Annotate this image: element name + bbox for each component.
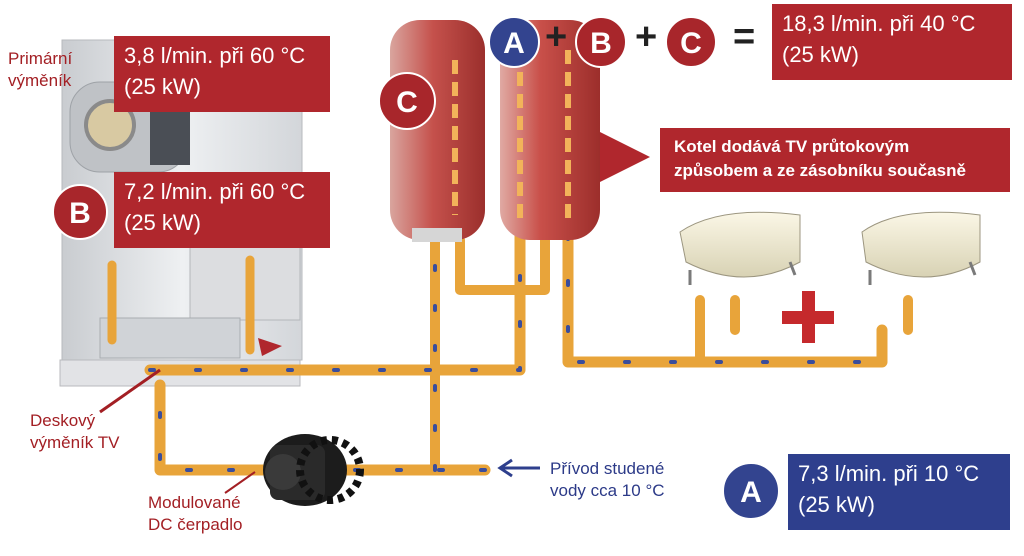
primary-exchanger-label-line2: výměník xyxy=(8,71,72,90)
b-flow-box: 7,2 l/min. při 60 °C (25 kW) xyxy=(114,172,330,248)
plate-exchanger-label-line2: výměník TV xyxy=(30,433,120,452)
arrow-right xyxy=(600,132,650,182)
total-flow-line2: (25 kW) xyxy=(782,42,859,67)
pipe-network xyxy=(107,229,913,476)
plate-exchanger-label: Deskový výměník TV xyxy=(30,410,119,454)
plate-pointer xyxy=(99,368,161,414)
boiler-note-box: Kotel dodává TV průtokovým způsobem a ze… xyxy=(660,128,1010,192)
plus-sign-1: + xyxy=(545,16,568,58)
total-flow-line1: 18,3 l/min. při 40 °C xyxy=(782,11,976,36)
b-flow-line2: (25 kW) xyxy=(124,210,201,235)
valve-arrow xyxy=(258,338,282,356)
primary-exchanger-label: Primární výměník xyxy=(8,48,72,92)
a-flow-box: 7,3 l/min. při 10 °C (25 kW) xyxy=(788,454,1010,530)
a-flow-line1: 7,3 l/min. při 10 °C xyxy=(798,461,980,486)
washbasin xyxy=(679,211,801,285)
b-flow-line1: 7,2 l/min. při 60 °C xyxy=(124,179,306,204)
cold-water-label: Přívod studené vody cca 10 °C xyxy=(550,458,665,502)
cold-water-label-line2: vody cca 10 °C xyxy=(550,481,665,500)
a-bottom-badge: A xyxy=(722,462,780,520)
boiler-note-line2: způsobem a ze zásobníku současně xyxy=(674,161,966,180)
a-flow-line2: (25 kW) xyxy=(798,492,875,517)
storage-tank-ab xyxy=(500,20,600,240)
cold-arrow xyxy=(497,458,540,478)
pump-label-line1: Modulované xyxy=(148,493,241,512)
tank-link-pipe xyxy=(455,235,550,295)
tank-c-badge: C xyxy=(378,72,436,130)
badge-c: C xyxy=(665,16,717,68)
b-badge: B xyxy=(52,184,108,240)
plus-sign-2: + xyxy=(635,16,658,58)
badge-b: B xyxy=(575,16,627,68)
cold-water-label-line1: Přívod studené xyxy=(550,459,665,478)
plate-exchanger-label-line1: Deskový xyxy=(30,411,96,430)
primary-flow-line1: 3,8 l/min. při 60 °C xyxy=(124,43,306,68)
primary-exchanger-label-line1: Primární xyxy=(8,49,73,68)
pump-pointer xyxy=(224,471,256,494)
badge-a: A xyxy=(488,16,540,68)
primary-flow-box: 3,8 l/min. při 60 °C (25 kW) xyxy=(114,36,330,112)
pump-label-line2: DC čerpadlo xyxy=(148,515,243,534)
pump xyxy=(263,434,364,506)
pump-label: Modulované DC čerpadlo xyxy=(148,492,243,536)
hot-right-pipe xyxy=(562,229,888,368)
plus-sign xyxy=(782,291,834,343)
total-flow-box: 18,3 l/min. při 40 °C (25 kW) xyxy=(772,4,1012,80)
storage-tank-c xyxy=(390,20,485,242)
primary-flow-line2: (25 kW) xyxy=(124,74,201,99)
equals-sign: = xyxy=(733,16,756,58)
boiler-note-line1: Kotel dodává TV průtokovým xyxy=(674,137,910,156)
washbasin xyxy=(861,211,981,285)
